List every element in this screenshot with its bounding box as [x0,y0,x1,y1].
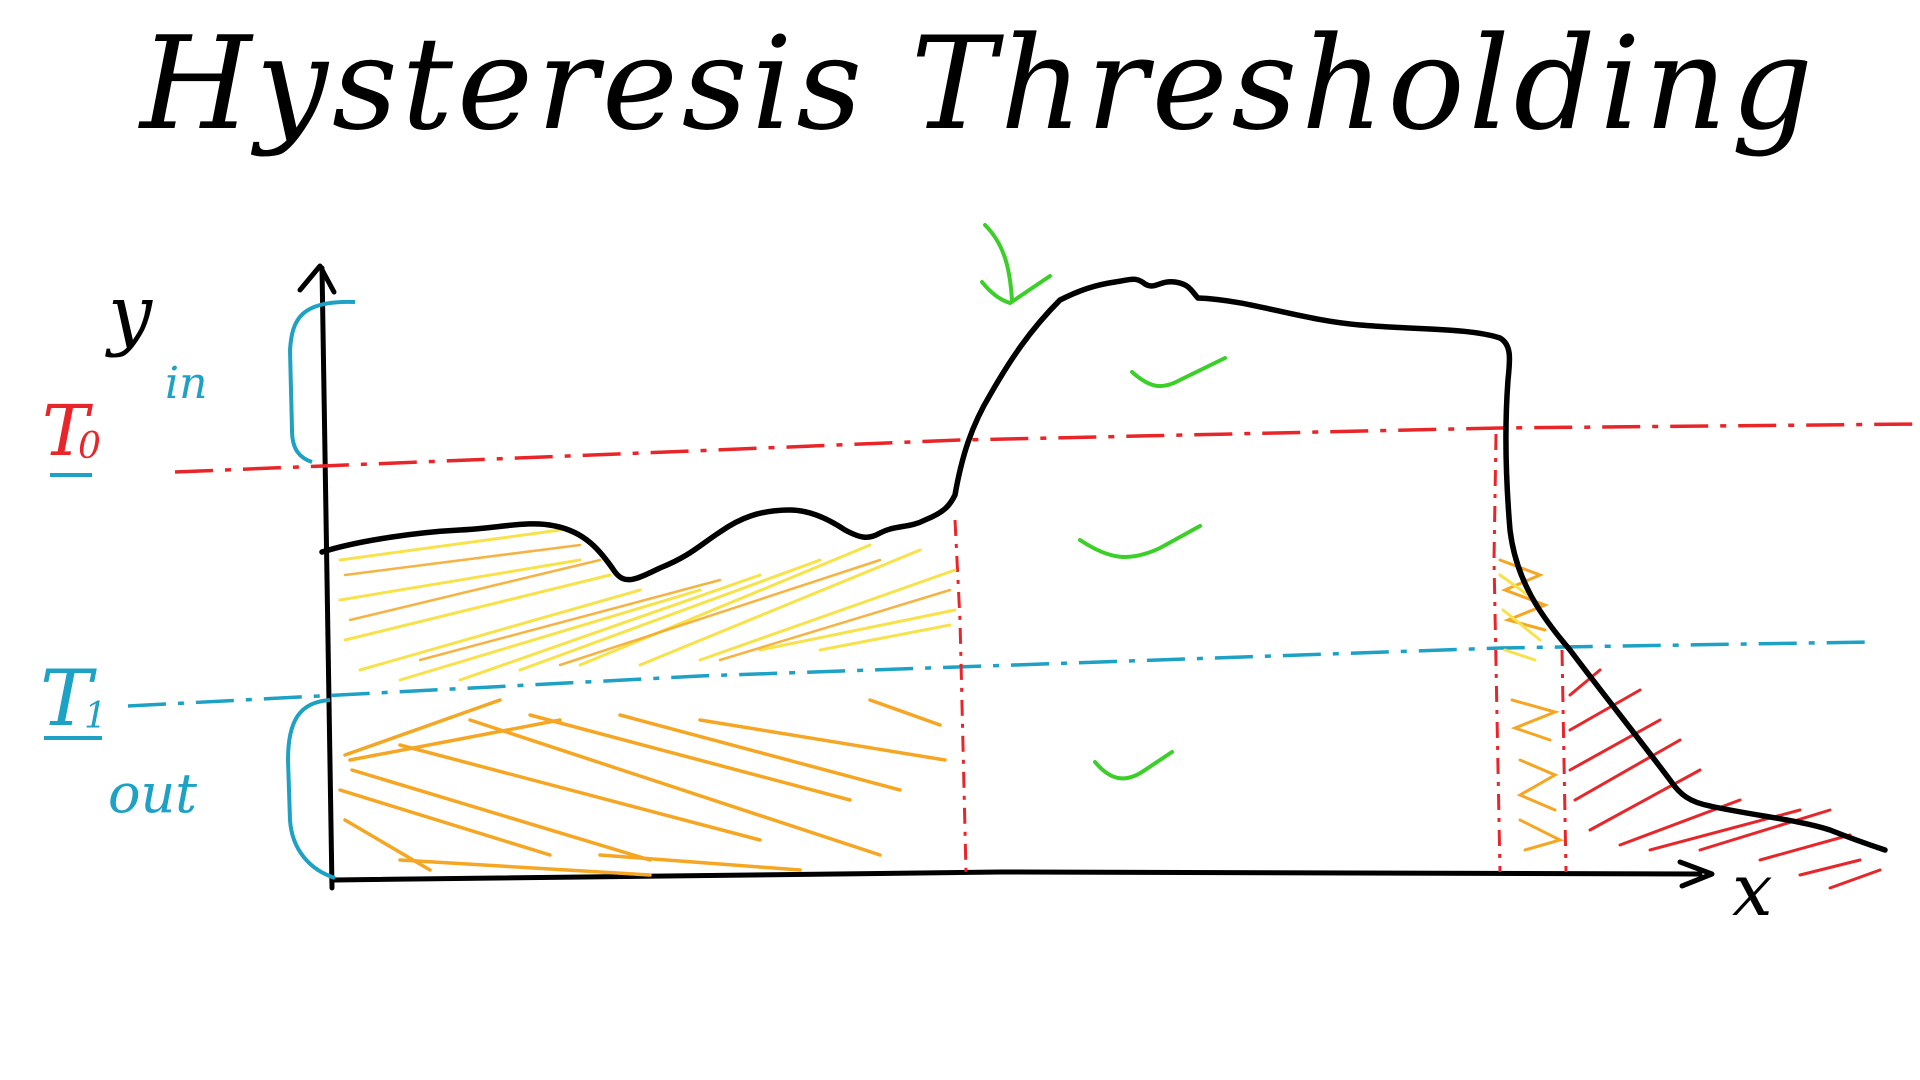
drop-line-mid [1492,433,1502,873]
t1-subscript: 1 [84,696,107,737]
x-axis-arrowhead [1677,859,1715,889]
signal-curve [319,276,1888,853]
drop-line-left [953,519,968,873]
hatch-red-right [1568,668,1882,890]
y-axis-label: y [105,269,153,359]
check-arrow-icon [980,223,1052,306]
drop-lines [953,433,1568,873]
in-region-label: in [165,358,207,409]
out-region-brace [285,698,336,880]
hatch-orange-left [338,698,947,877]
x-axis [331,859,1715,889]
t0-label: T 0 [42,390,101,477]
checkmark-icon-2 [1078,524,1202,559]
t0-letter: T [42,390,93,472]
drop-line-right [1560,649,1568,873]
t1-threshold-line [127,640,1871,708]
t1-label: T 1 [40,654,107,744]
x-axis-label: x [1732,848,1773,932]
hatch-yellow-left [338,528,957,682]
out-region-label: out [108,762,197,825]
checkmark-icon-1 [1130,356,1227,389]
hatch-falling-edge [1498,558,1565,852]
y-axis [297,263,337,891]
t0-subscript: 0 [78,426,101,467]
hatch-yellow-orange-upper [343,543,952,667]
in-region-brace [287,299,356,464]
t1-letter: T [40,654,97,744]
diagram-title: Hysteresis Thresholding [138,10,1817,159]
t0-threshold-line [174,422,1920,474]
checkmark-icon-3 [1093,750,1174,781]
y-axis-arrowhead [297,263,337,295]
checkmarks [980,223,1227,781]
